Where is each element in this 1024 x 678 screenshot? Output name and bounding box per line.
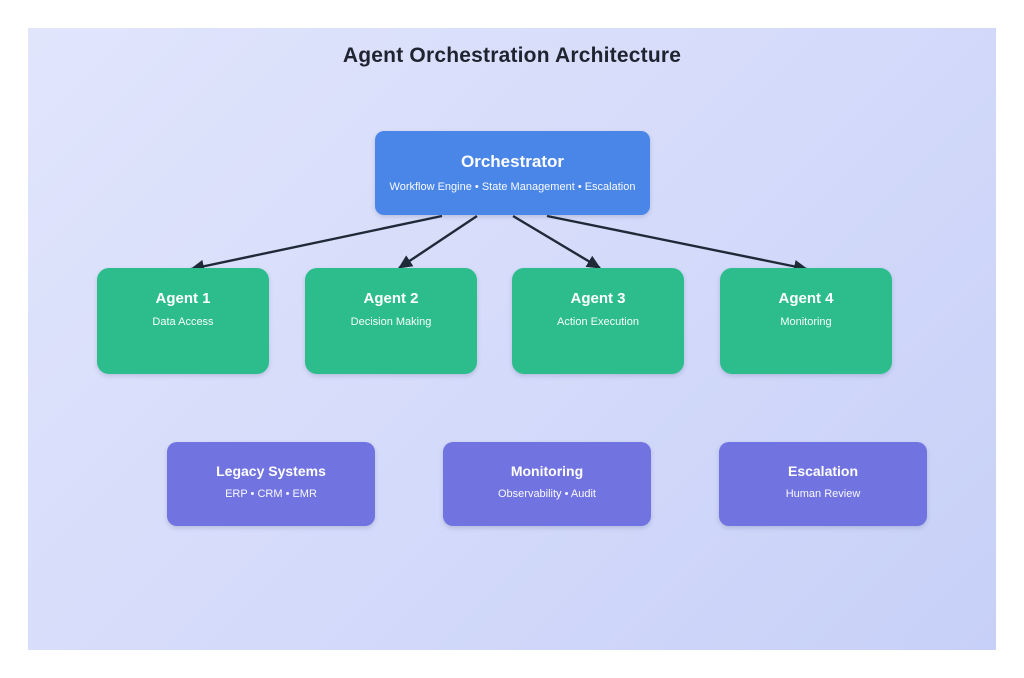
arrow-orchestrator-agent2: [398, 215, 478, 269]
arrow-orchestrator-agent4: [546, 214, 808, 273]
orchestrator-node: Orchestrator Workflow Engine • State Man…: [375, 131, 650, 215]
monitoring-title: Monitoring: [510, 463, 584, 479]
orchestrator-subtitle: Workflow Engine • State Management • Esc…: [389, 181, 636, 193]
diagram-canvas: Agent Orchestration Architecture Orchest…: [28, 28, 996, 650]
agent-2-title: Agent 2: [363, 290, 419, 307]
escalation-title: Escalation: [787, 463, 859, 479]
arrow-orchestrator-agent1: [190, 214, 443, 273]
monitoring-subtitle: Observability • Audit: [497, 488, 596, 500]
orchestrator-title: Orchestrator: [461, 152, 564, 171]
agent-2-subtitle: Decision Making: [350, 316, 432, 328]
escalation-subtitle: Human Review: [785, 488, 861, 500]
escalation-node: Escalation Human Review: [719, 442, 927, 526]
agent-3-subtitle: Action Execution: [557, 316, 639, 328]
agent-4-subtitle: Monitoring: [780, 316, 832, 328]
legacy-systems-node: Legacy Systems ERP • CRM • EMR: [167, 442, 375, 526]
agent-1-node: Agent 1 Data Access: [97, 268, 269, 374]
diagram-title: Agent Orchestration Architecture: [342, 44, 682, 67]
legacy-systems-title: Legacy Systems: [216, 463, 326, 479]
monitoring-node: Monitoring Observability • Audit: [443, 442, 651, 526]
agent-1-subtitle: Data Access: [152, 316, 214, 328]
agent-1-title: Agent 1: [155, 290, 211, 307]
agent-2-node: Agent 2 Decision Making: [305, 268, 477, 374]
agent-4-node: Agent 4 Monitoring: [720, 268, 892, 374]
agent-3-node: Agent 3 Action Execution: [512, 268, 684, 374]
agent-3-title: Agent 3: [570, 290, 626, 307]
agent-4-title: Agent 4: [778, 290, 834, 307]
legacy-systems-subtitle: ERP • CRM • EMR: [225, 488, 317, 500]
arrow-orchestrator-agent3: [512, 214, 601, 270]
